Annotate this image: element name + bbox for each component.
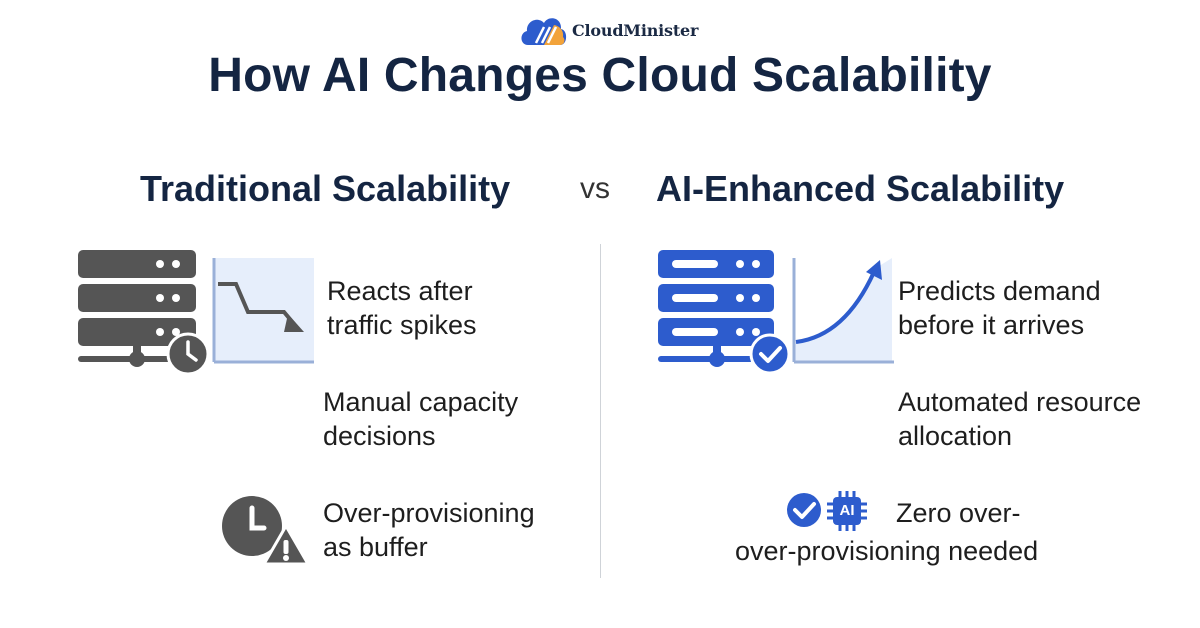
feature-zero-over-line1: Zero over- bbox=[896, 498, 1021, 528]
feature-zero-over-line2: over-provisioning needed bbox=[735, 536, 1039, 566]
brand-name: CloudMinister bbox=[572, 20, 699, 40]
cloud-logo-icon bbox=[521, 18, 567, 45]
brand-logo: CloudMinister bbox=[518, 10, 698, 50]
clock-warning-icon bbox=[222, 496, 310, 566]
feature-over-provisioning: Over-provisioning as buffer bbox=[323, 498, 535, 562]
column-divider bbox=[600, 244, 601, 578]
feature-predicts-demand: Predicts demand before it arrives bbox=[898, 276, 1101, 340]
lagging-chart-icon bbox=[212, 258, 314, 364]
feature-reacts-after: Reacts after traffic spikes bbox=[327, 276, 477, 340]
feature-manual-capacity: Manual capacity decisions bbox=[323, 387, 519, 451]
vs-label: vs bbox=[580, 172, 610, 205]
feature-automated-allocation: Automated resource allocation bbox=[898, 387, 1142, 451]
check-circle-icon bbox=[787, 493, 821, 527]
ai-heading: AI-Enhanced Scalability bbox=[656, 168, 1065, 209]
ai-chip-label: AI bbox=[839, 502, 855, 519]
server-clock-icon bbox=[78, 250, 210, 376]
ai-chip-icon: AI bbox=[826, 490, 868, 532]
chip-body-icon bbox=[827, 491, 867, 531]
page-title: How AI Changes Cloud Scalability bbox=[208, 49, 992, 102]
server-check-icon bbox=[658, 250, 791, 375]
traditional-heading: Traditional Scalability bbox=[140, 168, 511, 209]
predictive-chart-icon bbox=[792, 258, 894, 364]
